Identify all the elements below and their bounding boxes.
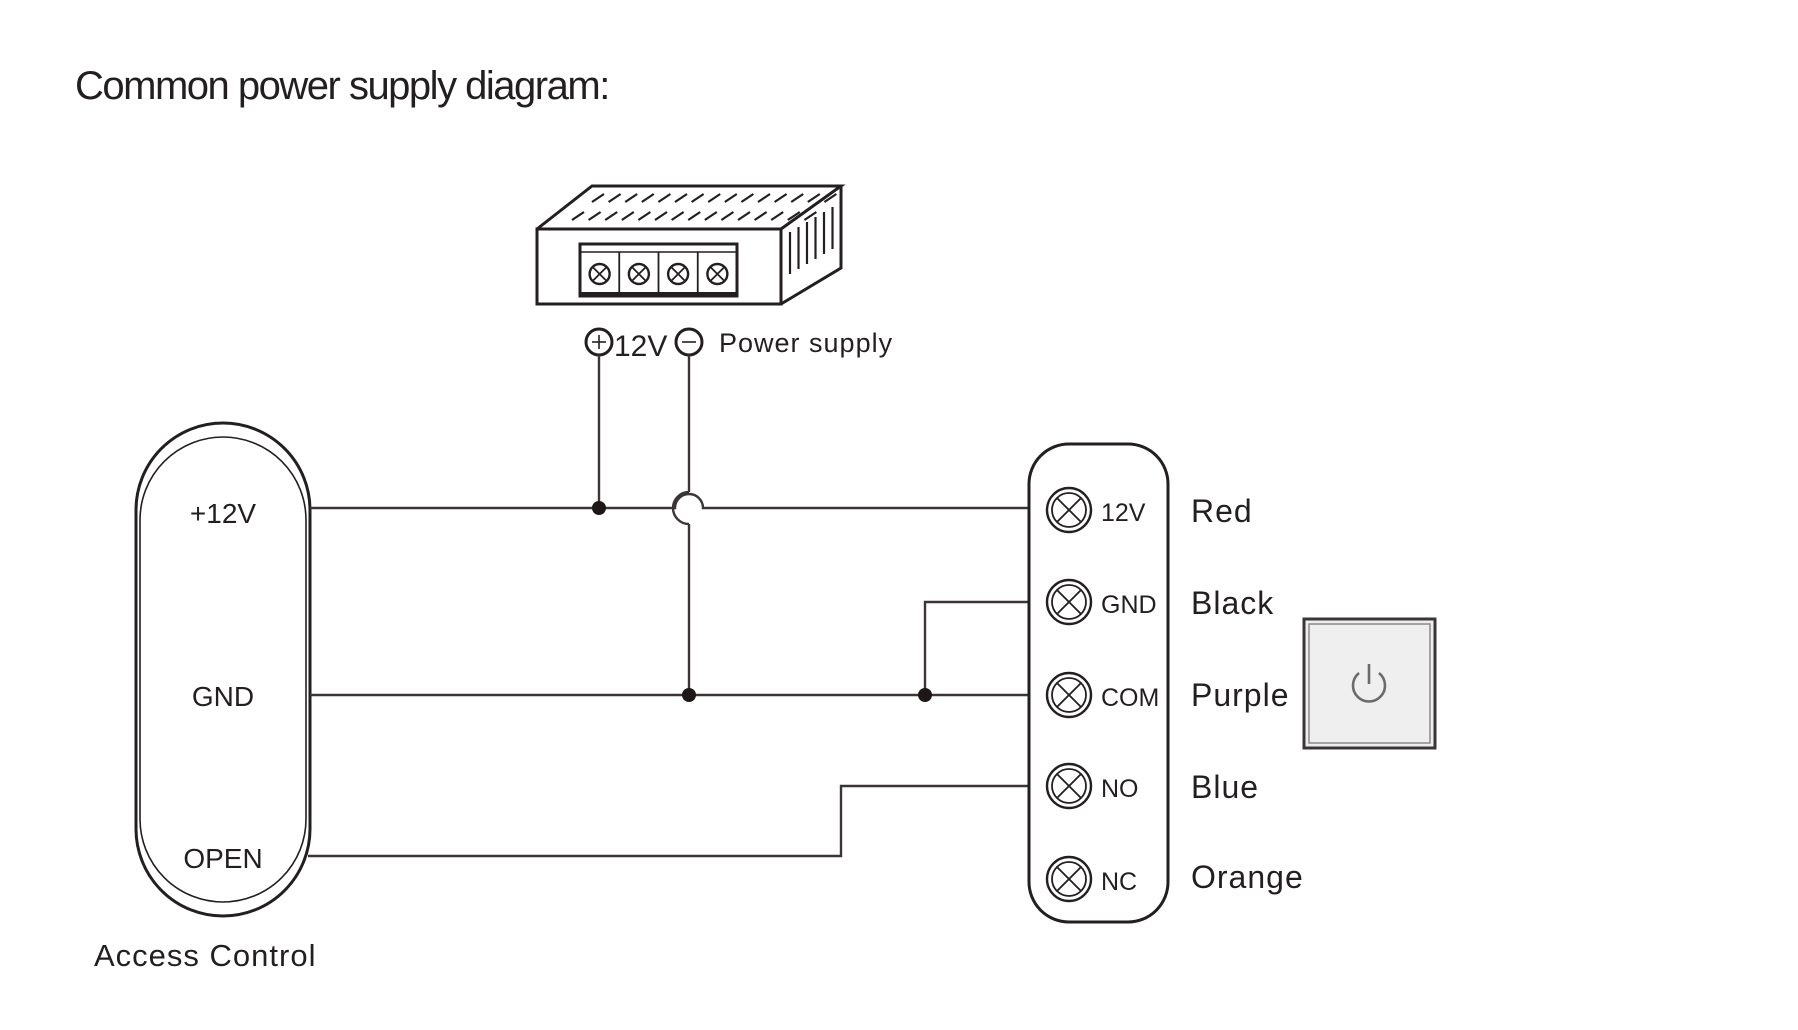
- vent-slot: [757, 193, 771, 203]
- junction-dot: [918, 688, 932, 702]
- terminal-screw-icon-com: [1045, 671, 1093, 719]
- pin-gnd: GND: [1101, 591, 1157, 619]
- vent-slot: [687, 211, 701, 221]
- vent-slot: [823, 193, 838, 203]
- pin-no: NO: [1101, 775, 1139, 803]
- access-control-label: Access Control: [94, 938, 316, 973]
- vent-slot: [670, 211, 685, 221]
- vent-slot: [704, 211, 718, 221]
- vent-slot: [787, 211, 801, 221]
- vent-slot: [740, 193, 755, 203]
- pin-12v: 12V: [1101, 499, 1146, 527]
- terminal-screw-icon-nc: [1045, 855, 1093, 903]
- vent-slot: [607, 193, 622, 203]
- vent-slot: [674, 193, 688, 203]
- button-module: [1027, 442, 1170, 924]
- vent-slot: [720, 211, 735, 221]
- power-icon: [1351, 664, 1387, 703]
- vent-slot: [604, 211, 618, 221]
- terminal-screw-icon-no: [1045, 762, 1093, 810]
- access-control-device: +12V GND OPEN: [134, 421, 312, 918]
- psu-terminal-screw-icon: [666, 262, 690, 286]
- vent-slot: [707, 193, 721, 203]
- pin-label-gnd: GND: [192, 681, 254, 712]
- psu-label: Power supply: [719, 328, 893, 358]
- module-pin-labels: 12V GND COM NO NC: [1101, 499, 1159, 896]
- psu-output-labels: 12V Power supply: [584, 327, 893, 363]
- wire-hop: [671, 490, 690, 526]
- junction-dot: [592, 501, 606, 515]
- wire-gnd-jumper: [923, 600, 1029, 695]
- junction-dot: [682, 688, 696, 702]
- vent-slot: [790, 193, 804, 203]
- psu-front-face: [535, 227, 783, 306]
- psu-terminal-screw-icon: [588, 262, 611, 286]
- vent-slot: [591, 193, 605, 203]
- vent-slot: [641, 193, 655, 203]
- pin-label-open: OPEN: [183, 843, 262, 874]
- power-supply-unit: [535, 184, 846, 306]
- module-outline: [1027, 442, 1170, 924]
- psu-voltage-label: 12V: [614, 330, 667, 363]
- vent-slot: [624, 193, 638, 203]
- psu-side-face: [780, 186, 843, 306]
- vent-slot: [621, 211, 635, 221]
- exit-button: [1302, 617, 1437, 750]
- terminal-screw-icon-gnd: [1045, 578, 1093, 626]
- vent-slot: [773, 193, 788, 203]
- vent-slot: [737, 211, 751, 221]
- vent-slot: [587, 211, 602, 221]
- vent-slot: [807, 193, 821, 203]
- vent-slot: [724, 193, 738, 203]
- psu-top-vents: [571, 193, 838, 221]
- pin-nc: NC: [1101, 868, 1137, 896]
- wire-color-black: Black: [1191, 585, 1274, 621]
- exit-button-face: [1308, 623, 1431, 744]
- wire-plus12v: [310, 492, 1029, 510]
- wire-color-red: Red: [1191, 493, 1253, 529]
- vent-slot: [753, 211, 768, 221]
- vent-slot: [654, 211, 668, 221]
- wires: [308, 355, 1029, 858]
- access-control-inner-outline: [139, 436, 307, 903]
- page-title: Common power supply diagram:: [75, 64, 609, 108]
- wire-color-labels: Red Black Purple Blue Orange: [1191, 493, 1304, 895]
- access-control-outline: [134, 421, 312, 918]
- psu-side-vents: [788, 207, 834, 274]
- psu-top-face: [536, 184, 846, 231]
- terminal-screw-icon-12v: [1045, 486, 1093, 534]
- psu-terminal-block: [578, 242, 739, 298]
- psu-terminal-screw-icon: [627, 262, 651, 286]
- wire-color-purple: Purple: [1191, 677, 1290, 713]
- vent-slot: [803, 211, 818, 221]
- wire-color-blue: Blue: [1191, 769, 1259, 805]
- wire-color-orange: Orange: [1191, 859, 1304, 895]
- vent-slot: [571, 211, 585, 221]
- pin-com: COM: [1101, 684, 1159, 712]
- vent-slot: [690, 193, 705, 203]
- vent-slot: [637, 211, 652, 221]
- vent-slot: [657, 193, 672, 203]
- wire-open-to-no: [308, 784, 1029, 858]
- pin-label-plus12v: +12V: [190, 498, 256, 529]
- vent-slot: [770, 211, 784, 221]
- psu-terminal-screw-icon: [706, 262, 729, 286]
